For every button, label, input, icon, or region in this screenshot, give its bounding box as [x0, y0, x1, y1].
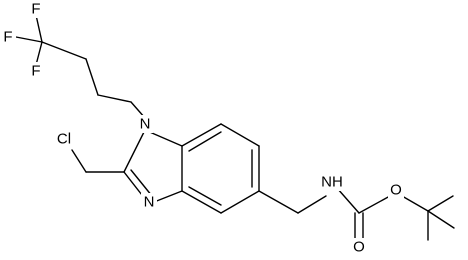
bond-c7a-c7 [181, 123, 222, 147]
atom-o-ester: O [388, 181, 404, 199]
atom-labels: F F F N Cl N NH O [0, 0, 404, 256]
svg-text:F: F [31, 63, 40, 80]
bond-c-o-ester [358, 195, 391, 214]
bond-c5-ch2 [258, 190, 299, 214]
bond-n1-c2 [123, 129, 146, 173]
atom-cl: Cl [52, 130, 78, 148]
bond-ch2-cl [71, 149, 87, 173]
bond-c4-c3a-double [188, 186, 222, 206]
atom-n3: N [141, 193, 157, 211]
bond-c7-c6 [220, 123, 260, 147]
atom-o-carbonyl: O [351, 238, 367, 256]
svg-text:O: O [353, 239, 365, 256]
bond-cf3-f2 [15, 36, 43, 43]
atom-f2: F [0, 28, 16, 46]
svg-text:F: F [31, 1, 40, 18]
atom-n1: N [137, 115, 153, 133]
atom-f3: F [28, 62, 44, 80]
svg-text:N: N [140, 116, 151, 133]
bond-cq-me2 [427, 210, 455, 229]
bond-ch2-nh [297, 195, 327, 214]
svg-text:O: O [390, 182, 402, 199]
bond-cq-me1 [427, 195, 454, 212]
bond-chain-2 [85, 58, 99, 96]
svg-text:N: N [144, 194, 155, 211]
bond-c4-c3a [181, 190, 222, 214]
svg-text:NH: NH [321, 174, 343, 191]
bond-o-cq [401, 195, 429, 212]
bond-c7a-c7-double [188, 131, 222, 152]
bond-nh-c [336, 187, 360, 214]
atom-nh: NH [319, 173, 345, 191]
bond-c2-n3-double [130, 169, 153, 197]
bond-c5-c4 [220, 190, 260, 214]
bonds [15, 14, 455, 241]
svg-text:Cl: Cl [57, 131, 71, 148]
bond-chain-3 [97, 94, 132, 103]
svg-text:F: F [3, 29, 12, 46]
bond-chain-1 [41, 41, 87, 60]
atom-f1: F [28, 0, 44, 18]
bond-cf3-f3 [35, 41, 43, 66]
bond-cf3-f1 [35, 14, 43, 43]
